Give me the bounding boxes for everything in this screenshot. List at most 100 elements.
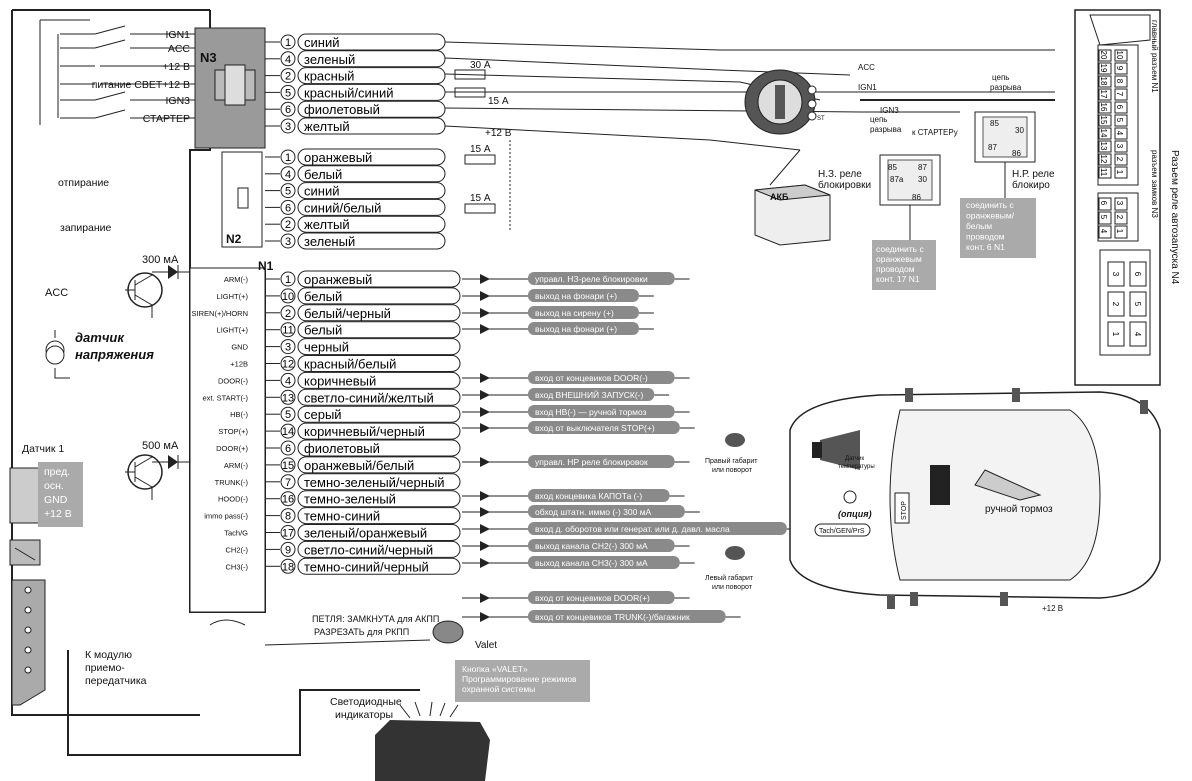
sensor1-label: Датчик 1 [22,443,64,455]
lock-label: запирание [60,222,112,234]
left-light-bulb-icon [725,546,745,560]
signal-tag-label: обход штатн. иммо (-) 300 мА [535,507,652,517]
signal-tag-label: вход концевика КАПОТа (-) [535,491,642,501]
n1-function-label: LIGHT(+) [217,292,249,301]
n1-connector [189,267,266,613]
n1-pin-number: 5 [285,409,291,421]
n1-pin-3 [280,339,296,355]
n1-slot-number: 2 [1115,157,1124,162]
no-relay-pin: 30 [1015,126,1024,135]
n1-function-label: +12В [230,360,248,369]
n3-pin-number: 3 [285,121,291,133]
leds-label: Светодиодные [330,696,402,708]
signal-tag-4 [528,371,675,384]
n1-pin-16 [280,491,296,507]
sensor1-labels [38,462,83,527]
fuse-15a-n2b [464,203,496,214]
n3-wire-label: желтый [304,119,350,134]
n3-pin-number: 4 [285,54,291,66]
signal-tag-label: выход на фонари (+) [535,291,617,301]
n3-pin-6 [280,101,296,117]
n1-pin-number: 17 [282,528,294,540]
n1-pin-4 [280,372,296,388]
n1-pin-number: 13 [282,392,294,404]
n4-slot-number: 2 [1111,302,1120,307]
signal-tag-label: выход на фонари (+) [535,324,617,334]
sensor-title2: напряжения [75,347,154,362]
sensor-pin-label: +12 В [44,508,72,520]
ma500-label: 500 мА [142,440,179,452]
note1-line: оранжевым [876,254,922,264]
n4-slot-number: 6 [1133,272,1142,277]
n1-pin-15 [280,457,296,473]
break1-label: разрыва [990,83,1022,92]
signal-tag-label: выход канала CH3(-) 300 мА [535,558,648,568]
note1-line: проводом [876,264,915,274]
n1-pin-number: 16 [282,494,294,506]
n3-pin-1 [280,34,296,50]
n1-pin-number: 4 [285,375,291,387]
n1-slot-number: 3 [1115,144,1124,149]
to-starter-label: к СТАРТЕРу [912,128,958,137]
n3-pin-2 [280,68,296,84]
n1-wire-label: темно-зеленый [304,492,396,507]
tach-label: Tach/GEN/PrS [819,528,865,535]
n2-pin-6 [280,199,296,215]
n2-pin-5 [280,183,296,199]
ma300-label: 300 мА [142,254,179,266]
n1-function-label: ARM(-) [224,275,249,284]
n1-pin-1 [280,271,296,287]
acc-left-label: ACC [45,287,68,299]
valet-button[interactable] [432,620,464,644]
n1-slot-number: 11 [1099,168,1108,177]
n1-pin-18 [280,558,296,574]
note2-line: проводом [966,232,1005,242]
n3-pin-number: 2 [285,71,291,83]
n1-function-label: DOOR(-) [218,376,248,385]
break2-label: цепь [870,115,887,124]
n1-pin-number: 6 [285,443,291,455]
signal-tag-label: вход от выключателя STOP(+) [535,423,655,433]
note2-line: белым [966,221,992,231]
n1-wire-label: красный/белый [304,357,396,372]
fuse-15a-n3-label: 15 А [488,96,509,107]
fuse-15a-n2a-label: 15 А [470,144,491,155]
n1-pin-13 [280,389,296,405]
valet-note-line: Кнопка «VALET» [462,664,528,674]
n1-pin-number: 11 [282,325,293,337]
signal-tag-11 [528,522,787,535]
option-label: (опция) [838,509,872,519]
n1-slot-number: 15 [1099,116,1108,125]
n1-function-label: DOOR(+) [216,444,248,453]
signal-tag-14 [528,591,675,604]
n1-wire-4 [297,338,461,356]
signal-tag-label: вход от концевиков DOOR(+) [535,593,650,603]
n1-wire-label: темно-синий [304,509,380,524]
n3-wire-2 [297,67,446,85]
ignition-switch [744,69,817,135]
signal-tag-label: вход от концевиков DOOR(-) [535,373,648,383]
n1-pin-number: 9 [285,544,291,556]
n1-pin-11 [280,322,296,338]
n2-wire-label: желтый [304,217,350,232]
n1-connector-title: главный разъем N1 [1150,20,1159,93]
n4-slot-number: 4 [1133,332,1142,337]
battery-label: АКБ [770,192,789,202]
valet-note-line: Программирование режимов [462,674,577,684]
n2-pin-number: 2 [285,219,291,231]
n2-pin-number: 3 [285,236,291,248]
right-light-label: Правый габарит [705,457,758,465]
n1-pin-number: 3 [285,342,291,354]
voltage-sensor-icon [45,330,70,379]
signal-tag-10 [528,505,685,518]
n1-wire-0 [297,270,461,288]
option-sensor-icon [843,490,857,504]
note2-line: соединить с [966,200,1014,210]
n1-slot-number: 4 [1115,131,1124,136]
n3-left-label: питание СВЕТ+12 В [92,79,190,91]
n1-pin-number: 18 [282,561,294,573]
n2-pin-number: 4 [285,169,291,181]
n3-wire-label: зеленый [304,52,355,67]
n1-slot-number: 8 [1115,79,1124,84]
